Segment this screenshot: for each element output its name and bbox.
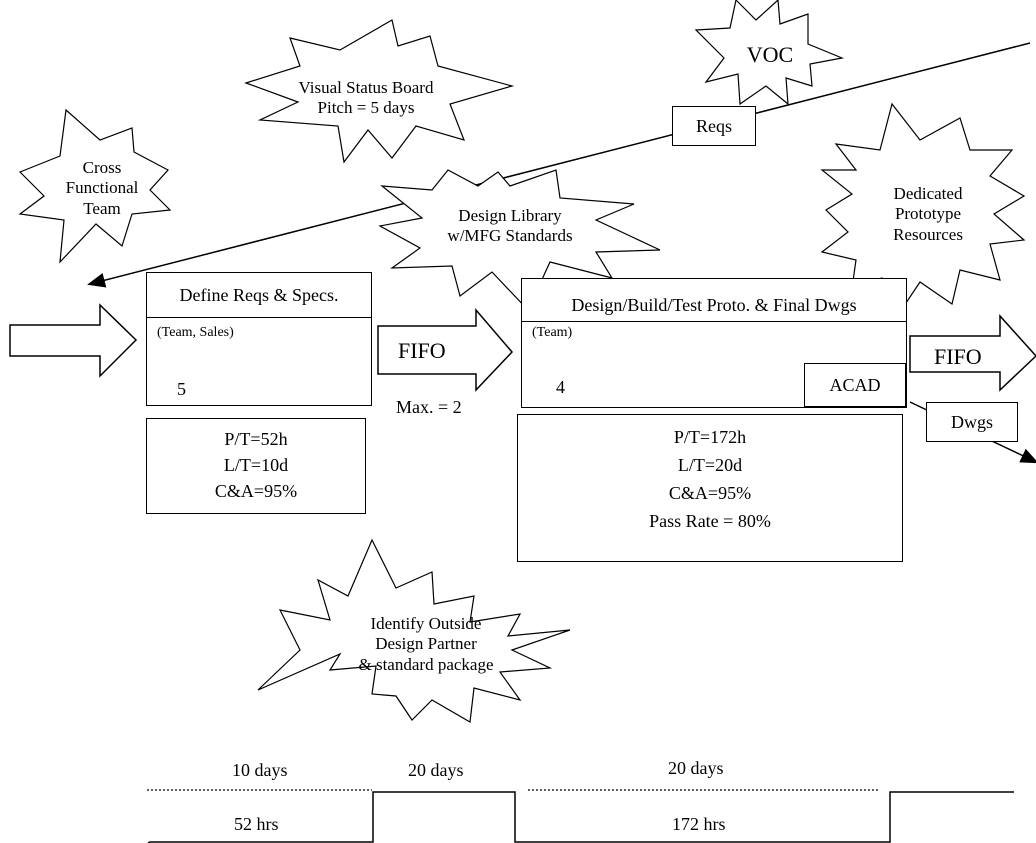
inflow-arrow	[9, 303, 138, 378]
reqs-flow-line	[87, 42, 1031, 288]
burst-line: Visual Status Board	[298, 78, 434, 97]
fifo1-label: FIFO	[398, 338, 446, 363]
burst-line: Design Library	[458, 206, 562, 225]
burst-line: Team	[83, 198, 121, 218]
timeline-top-2: 20 days	[408, 760, 464, 780]
dwgs-label: Dwgs	[950, 412, 993, 432]
timeline-top-3: 20 days	[668, 758, 724, 778]
process-box-define-reqs: Define Reqs & Specs. (Team, Sales) 5	[146, 272, 372, 406]
fifo1-max-label: Max. = 2	[396, 397, 462, 417]
tool-label: ACAD	[829, 375, 881, 395]
complete-accurate: C&A=95%	[668, 483, 752, 503]
prototype-burst	[820, 102, 1026, 314]
outside-partner-burst	[257, 538, 571, 723]
timeline-steps	[147, 791, 1014, 843]
data-box-define-reqs: P/T=52h L/T=10d C&A=95%	[146, 418, 366, 514]
burst-line: Functional	[65, 178, 139, 198]
operator-count: 4	[556, 377, 565, 397]
burst-prototype-text: Dedicated Prototype Resources	[878, 184, 978, 245]
acad-tool-box: ACAD	[804, 363, 906, 407]
burst-line: Pitch = 5 days	[317, 98, 415, 118]
operator-count: 5	[177, 379, 186, 399]
process-box-design-build: Design/Build/Test Proto. & Final Dwgs (T…	[521, 278, 907, 408]
status-board-burst	[244, 19, 515, 164]
fifo1-arrow	[377, 307, 514, 392]
burst-outside-partner-text: Identify Outside Design Partner & standa…	[336, 614, 516, 675]
data-box-design-build: P/T=172h L/T=20d C&A=95% Pass Rate = 80%	[517, 414, 903, 562]
timeline-bottom-2: 172 hrs	[672, 814, 726, 834]
burst-status-board-text: Visual Status Board Pitch = 5 days	[286, 78, 446, 119]
burst-line: Design Partner	[375, 634, 477, 654]
process-roles: (Team, Sales)	[157, 325, 234, 340]
fifo2-label: FIFO	[934, 344, 982, 369]
burst-line: Resources	[893, 224, 963, 244]
burst-line: & standard package	[358, 654, 494, 674]
timeline-bottom-1: 52 hrs	[234, 814, 279, 834]
design-library-burst	[378, 169, 661, 312]
burst-line: VOC	[746, 42, 794, 67]
pass-rate: Pass Rate = 80%	[649, 511, 771, 531]
burst-line: Dedicated	[893, 184, 963, 203]
lead-time: L/T=10d	[223, 455, 289, 475]
burst-voc-text: VOC	[740, 42, 800, 68]
cross-functional-burst	[18, 108, 172, 264]
reqs-label: Reqs	[696, 116, 732, 136]
process-roles: (Team)	[532, 325, 573, 340]
process-time: P/T=52h	[224, 429, 288, 449]
burst-cross-functional-text: Cross Functional Team	[62, 158, 142, 219]
burst-line: w/MFG Standards	[447, 226, 573, 246]
complete-accurate: C&A=95%	[214, 481, 298, 501]
process-title: Design/Build/Test Proto. & Final Dwgs	[571, 295, 857, 315]
burst-design-library-text: Design Library w/MFG Standards	[440, 206, 580, 247]
timeline-top-1: 10 days	[232, 760, 288, 780]
process-time: P/T=172h	[673, 427, 747, 447]
dwgs-info-box: Dwgs	[926, 402, 1018, 442]
burst-line: Identify Outside	[370, 614, 482, 633]
burst-line: Prototype	[894, 204, 962, 224]
burst-line: Cross	[82, 158, 122, 177]
fifo2-arrow	[909, 314, 1036, 392]
process-title: Define Reqs & Specs.	[179, 285, 339, 305]
voc-burst	[694, 0, 845, 106]
lead-time: L/T=20d	[677, 455, 743, 475]
reqs-info-box: Reqs	[672, 106, 756, 146]
